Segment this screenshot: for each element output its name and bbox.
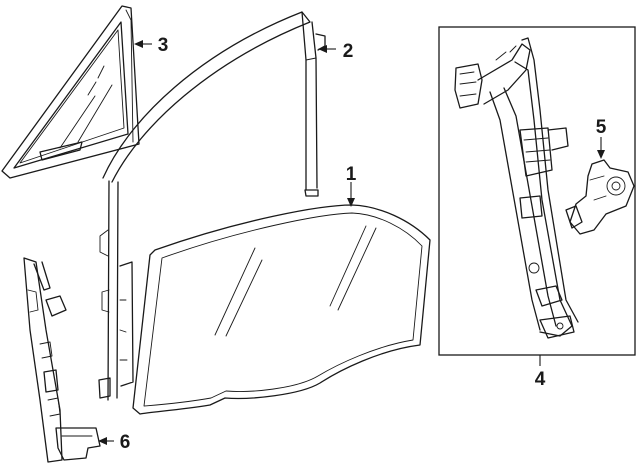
callout-3-arrow [134,40,143,48]
callout-2-arrow [318,45,327,53]
callout-4-label: 4 [535,369,546,390]
regulator-assembly-box [438,26,636,356]
regulator-motor [565,159,635,235]
callout-6-label: 6 [120,432,131,453]
callout-5-arrow [597,150,605,159]
vent-window-glass [1,5,140,179]
callout-1-arrow [347,198,355,207]
guide-rail [23,257,101,463]
door-glass [132,204,431,415]
callout-6-arrow [98,437,107,445]
callout-2-label: 2 [343,41,354,62]
callout-3-label: 3 [158,35,169,56]
callout-1-label: 1 [346,164,357,185]
door-frame-run-channel [98,11,326,401]
window-regulator [454,37,579,339]
callout-5-label: 5 [596,117,607,138]
